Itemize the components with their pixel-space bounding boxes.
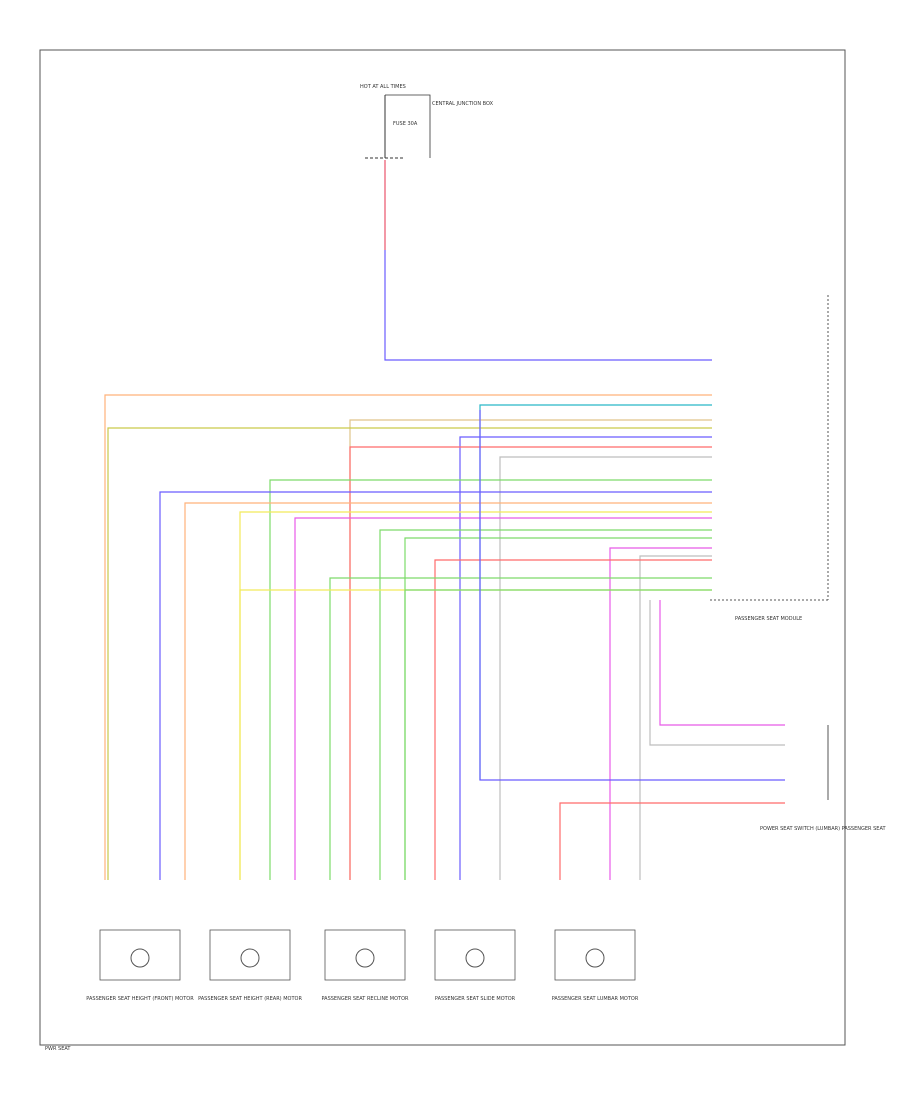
motor-label: PASSENGER SEAT SLIDE MOTOR [435, 996, 516, 1002]
wire-13 [379, 529, 712, 880]
passenger-seat-module: PASSENGER SEAT MODULE [710, 295, 829, 622]
wire-sw-2 [649, 600, 785, 746]
motor-label: PASSENGER SEAT HEIGHT (REAR) MOTOR [198, 996, 302, 1002]
wire-10 [184, 502, 712, 880]
wire-9 [159, 491, 712, 880]
wire-sw-3 [479, 410, 785, 781]
wire-19 [239, 589, 712, 880]
power-source-label: HOT AT ALL TIMES [360, 84, 406, 90]
fuse-label: FUSE 30A [393, 121, 418, 127]
switch-assembly-label: POWER SEAT SWITCH (LUMBAR) PASSENGER SEA… [760, 826, 886, 832]
switch-assembly: POWER SEAT SWITCH (LUMBAR) PASSENGER SEA… [760, 725, 886, 832]
corner-note: PWR SEAT [45, 1046, 71, 1052]
wire-15 [609, 547, 712, 880]
motor-1: PASSENGER SEAT HEIGHT (FRONT) MOTOR [86, 929, 194, 1002]
motor-2: PASSENGER SEAT HEIGHT (REAR) MOTOR [198, 929, 302, 1002]
wires [104, 160, 785, 880]
diagram-border [39, 49, 846, 1046]
wire-1 [104, 394, 712, 880]
motor-label: PASSENGER SEAT LUMBAR MOTOR [552, 996, 639, 1002]
wire-16 [639, 555, 712, 880]
wire-5 [459, 436, 712, 880]
wire-2 [479, 404, 712, 780]
wire-power-feed [384, 160, 712, 361]
wire-14 [404, 537, 712, 880]
motor-label: PASSENGER SEAT HEIGHT (FRONT) MOTOR [86, 996, 194, 1002]
wire-12 [294, 517, 712, 880]
wire-7 [499, 456, 712, 880]
wire-20 [404, 589, 712, 880]
wire-17 [434, 559, 712, 880]
wire-11 [239, 511, 712, 880]
wire-8 [269, 479, 712, 880]
wire-sw-1 [659, 600, 785, 726]
motors: PASSENGER SEAT HEIGHT (FRONT) MOTOR PASSE… [86, 929, 639, 1002]
wire-sw-4 [559, 802, 785, 880]
wire-3 [349, 419, 712, 880]
wire-6 [349, 446, 712, 880]
fuse-box-label: CENTRAL JUNCTION BOX [432, 101, 494, 107]
motor-label: PASSENGER SEAT RECLINE MOTOR [321, 996, 409, 1002]
wire-18 [329, 577, 712, 880]
wire-4 [107, 427, 712, 880]
motor-4: PASSENGER SEAT SLIDE MOTOR [434, 929, 516, 1002]
module-label: PASSENGER SEAT MODULE [735, 616, 802, 622]
power-source: HOT AT ALL TIMES FUSE 30A CENTRAL JUNCTI… [360, 84, 494, 159]
motor-3: PASSENGER SEAT RECLINE MOTOR [321, 929, 409, 1002]
motor-5: PASSENGER SEAT LUMBAR MOTOR [552, 929, 639, 1002]
